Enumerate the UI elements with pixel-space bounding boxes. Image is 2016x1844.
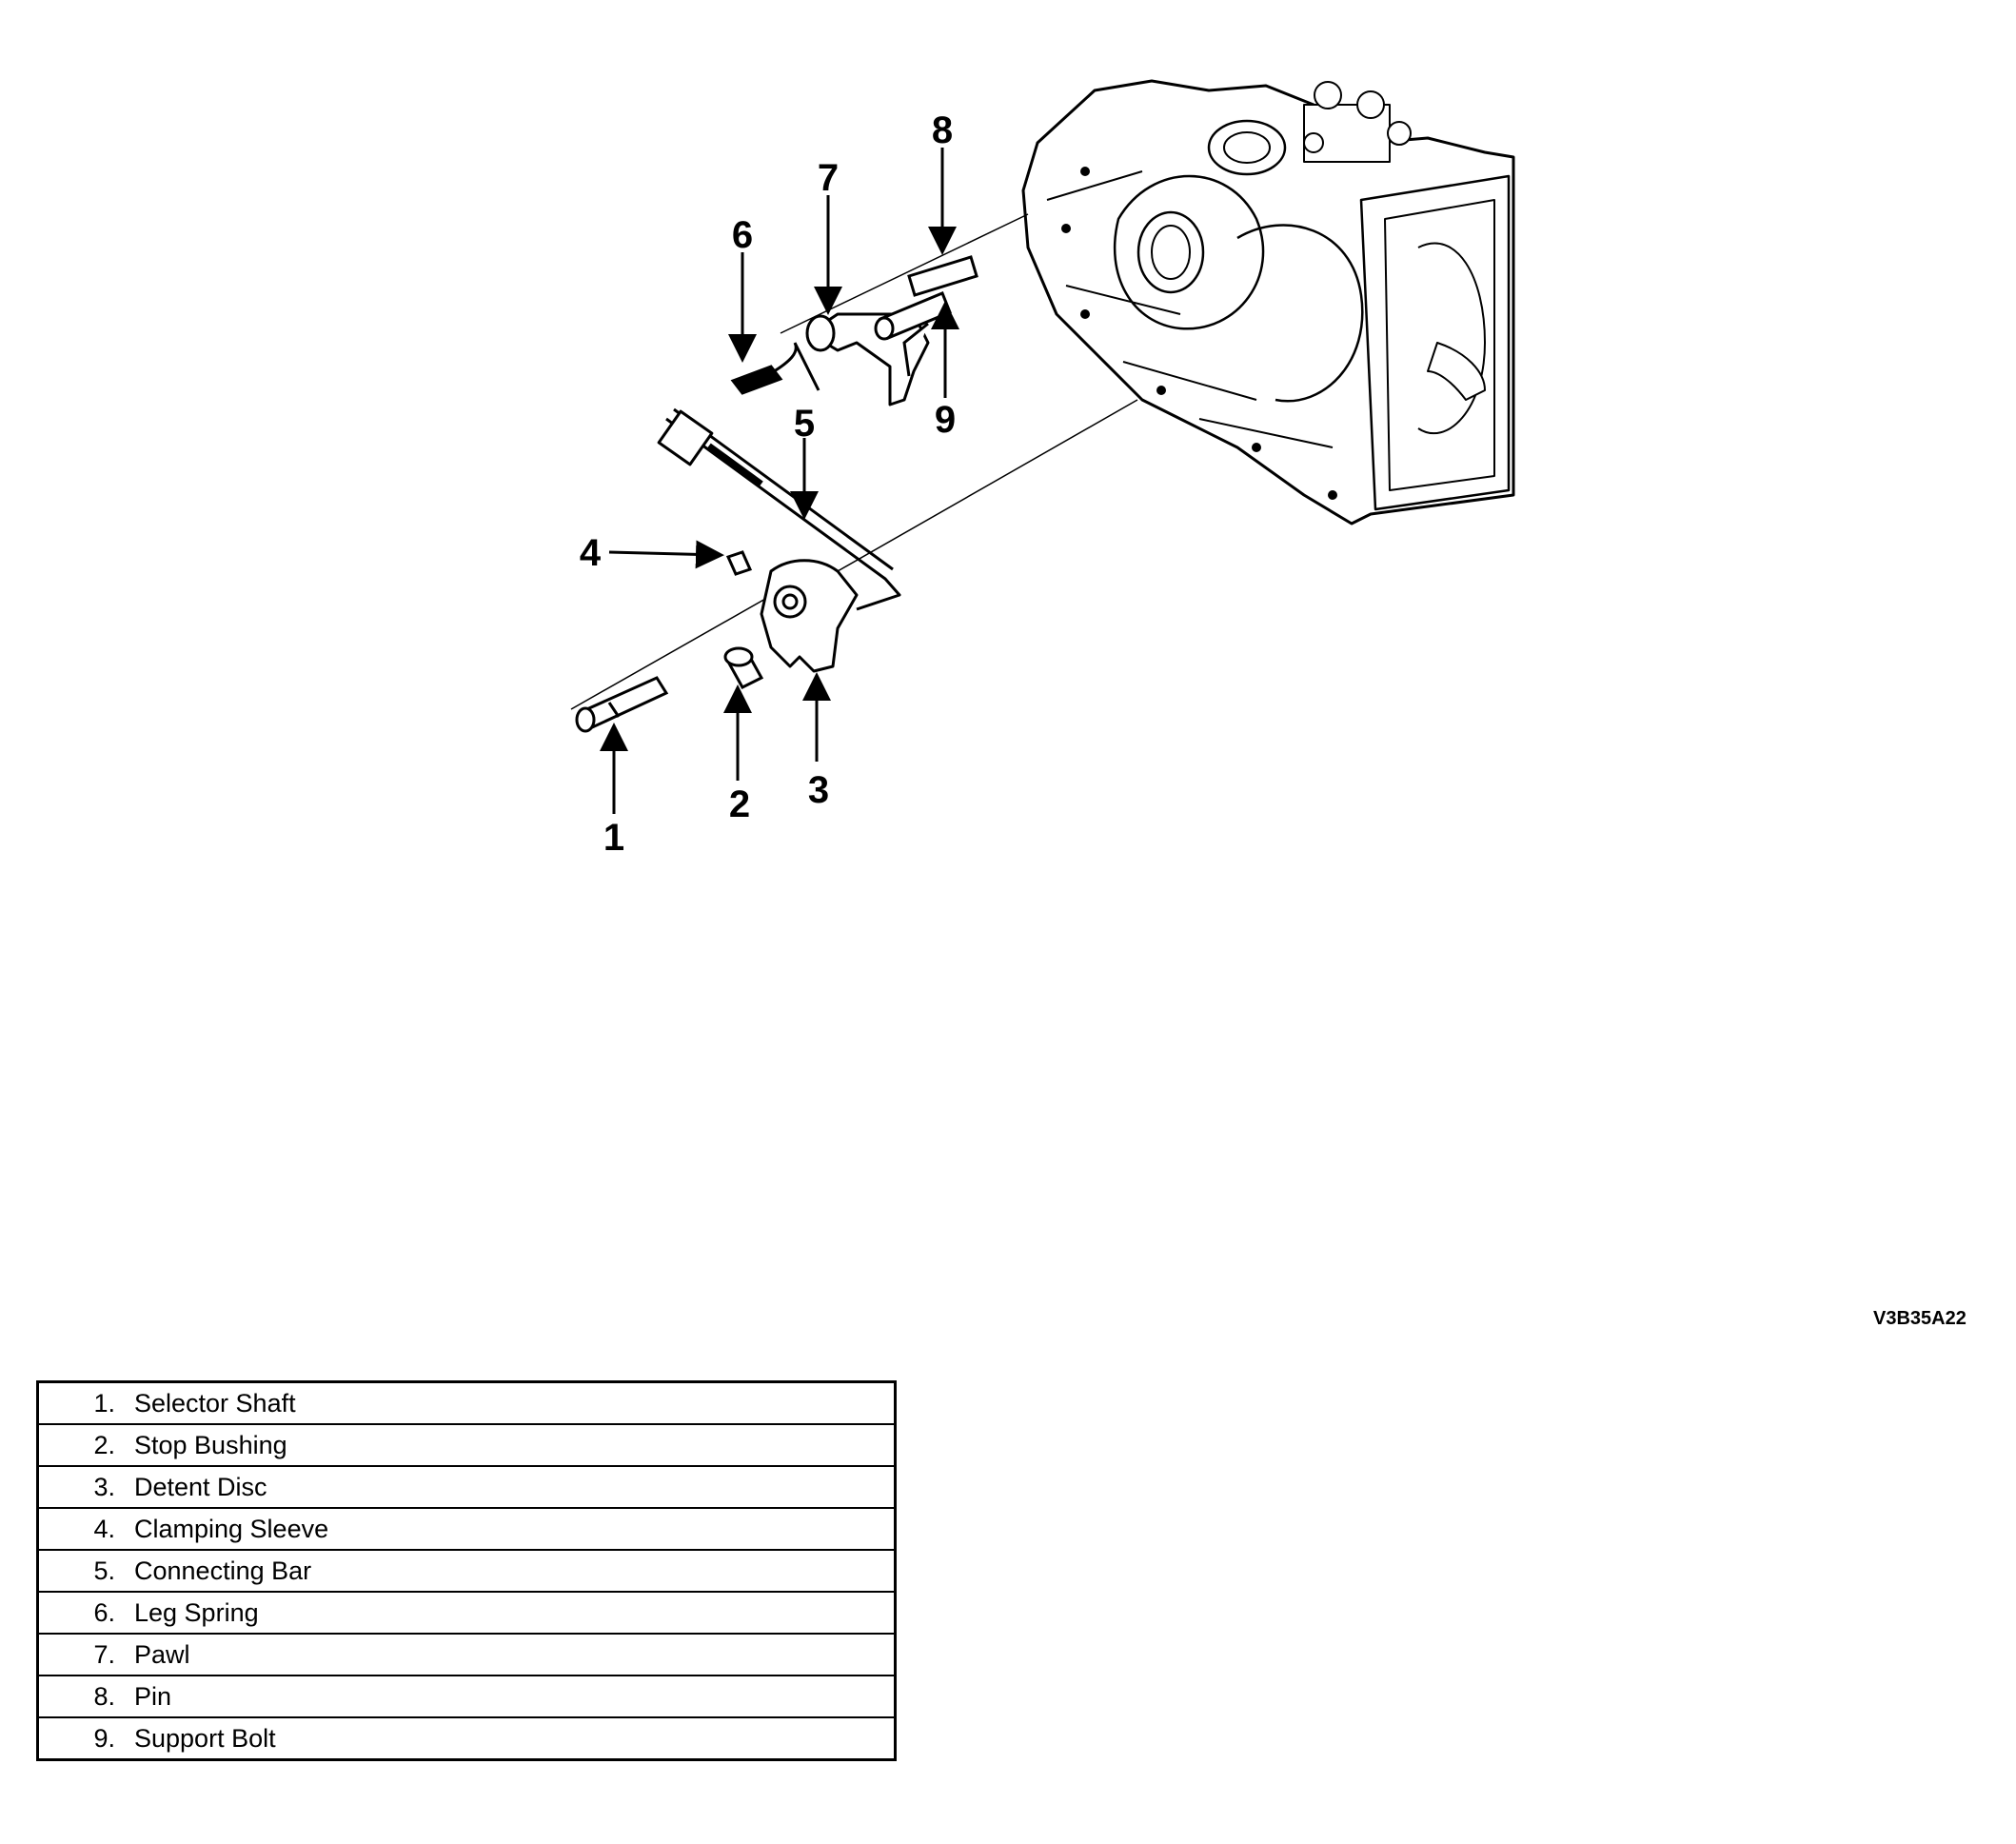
legend-label: Clamping Sleeve xyxy=(121,1507,897,1551)
connecting-bar xyxy=(657,407,901,611)
detent-disc xyxy=(760,559,859,673)
table-row: 1. Selector Shaft xyxy=(36,1380,897,1425)
table-row: 2. Stop Bushing xyxy=(36,1423,897,1467)
legend-label: Stop Bushing xyxy=(121,1423,897,1467)
legend-label: Pawl xyxy=(121,1633,897,1676)
table-row: 6. Leg Spring xyxy=(36,1591,897,1635)
table-row: 5. Connecting Bar xyxy=(36,1549,897,1593)
callout-3: 3 xyxy=(808,769,829,811)
legend-number: 8. xyxy=(36,1675,121,1718)
legend-number: 3. xyxy=(36,1465,121,1509)
legend-label: Support Bolt xyxy=(121,1716,897,1761)
table-row: 7. Pawl xyxy=(36,1633,897,1676)
callout-8: 8 xyxy=(932,109,953,151)
table-row: 9. Support Bolt xyxy=(36,1716,897,1761)
table-row: 4. Clamping Sleeve xyxy=(36,1507,897,1551)
legend-label: Leg Spring xyxy=(121,1591,897,1635)
legend-number: 2. xyxy=(36,1423,121,1467)
stop-bushing xyxy=(723,646,764,689)
callout-2: 2 xyxy=(729,783,750,825)
callout-5: 5 xyxy=(794,403,815,445)
callout-4: 4 xyxy=(580,532,602,574)
selector-shaft xyxy=(575,676,669,733)
legend-number: 7. xyxy=(36,1633,121,1676)
transmission-housing xyxy=(1021,79,1515,525)
legend-number: 9. xyxy=(36,1716,121,1761)
legend-number: 1. xyxy=(36,1380,121,1425)
legend-label: Connecting Bar xyxy=(121,1549,897,1593)
callout-7: 7 xyxy=(818,157,839,199)
parts-legend-table: 1. Selector Shaft 2. Stop Bushing 3. Det… xyxy=(36,1380,897,1761)
legend-label: Detent Disc xyxy=(121,1465,897,1509)
callout-6: 6 xyxy=(732,214,753,256)
pin xyxy=(907,255,978,297)
callout-arrows xyxy=(600,148,959,814)
callout-1: 1 xyxy=(603,817,624,859)
legend-number: 5. xyxy=(36,1549,121,1593)
legend-label: Selector Shaft xyxy=(121,1380,897,1425)
callout-numbers: 1 2 3 4 5 6 7 8 9 xyxy=(580,109,956,859)
legend-number: 6. xyxy=(36,1591,121,1635)
clamping-sleeve xyxy=(725,550,753,576)
legend-label: Pin xyxy=(121,1675,897,1718)
leg-spring xyxy=(730,342,820,395)
table-row: 3. Detent Disc xyxy=(36,1465,897,1509)
exploded-view-diagram: 1 2 3 4 5 6 7 8 9 xyxy=(570,79,1515,859)
figure-id: V3B35A22 xyxy=(1873,1308,1967,1329)
callout-9: 9 xyxy=(935,399,956,441)
legend-number: 4. xyxy=(36,1507,121,1551)
table-row: 8. Pin xyxy=(36,1675,897,1718)
